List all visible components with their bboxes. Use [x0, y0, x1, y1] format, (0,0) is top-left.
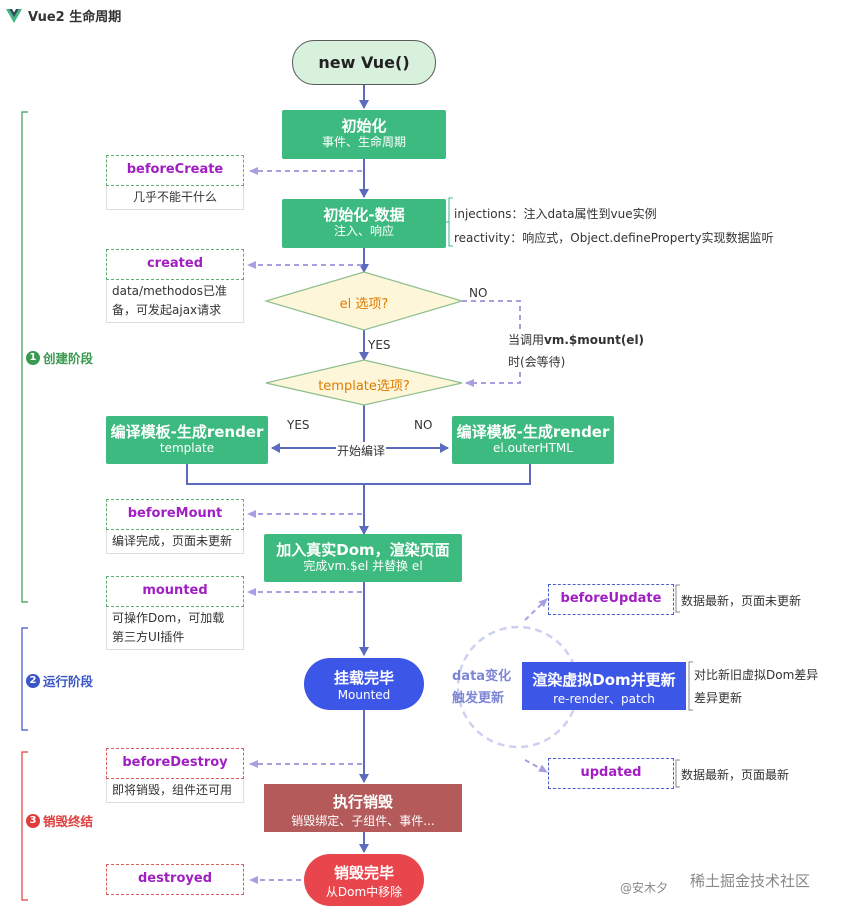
compile-outerhtml-node: 编译模板-生成render el.outerHTML — [452, 416, 614, 464]
hook-created: created — [106, 249, 244, 280]
phase-bracket-create — [21, 111, 28, 603]
page-title: Vue2 生命周期 — [28, 10, 122, 25]
hook-before-destroy: beforeDestroy — [106, 748, 244, 779]
reactivity-note: reactivity：响应式，Object.defineProperty实现数据… — [454, 231, 774, 245]
edge-no-template: NO — [414, 418, 433, 432]
app-header: Vue2 生命周期 — [6, 6, 121, 25]
created-note: data/methodos已准 备，可发起ajax请求 — [106, 280, 244, 323]
mounted-note: 可操作Dom，可加载 第三方UI插件 — [106, 607, 244, 650]
init-node: 初始化 事件、生命周期 — [282, 110, 446, 159]
compile-template-node: 编译模板-生成render template — [106, 416, 268, 464]
edge-no-el: NO — [469, 286, 488, 300]
hook-before-mount: beforeMount — [106, 499, 244, 530]
hook-updated: updated — [548, 758, 674, 789]
before-mount-note: 编译完成，页面未更新 — [106, 530, 244, 554]
injections-note: injections：注入data属性到vue实例 — [454, 207, 657, 221]
phase-bracket-run — [21, 627, 28, 731]
el-option-diamond — [263, 271, 465, 331]
hook-mounted: mounted — [106, 576, 244, 607]
mount-dom-node: 加入真实Dom，渲染页面 完成vm.$el 并替换 el — [264, 534, 462, 582]
destroyed-state-node: 销毁完毕 从Dom中移除 — [304, 854, 424, 906]
el-option-label: el 选项? — [339, 297, 389, 312]
new-vue-node: new Vue() — [292, 40, 436, 85]
rerender-node: 渲染虚拟Dom并更新 re-render、patch — [522, 662, 686, 710]
template-option-label: template选项? — [318, 379, 410, 394]
before-create-note: 几乎不能干什么 — [106, 186, 244, 210]
data-change-note: data变化 触发更新 — [452, 669, 512, 706]
edge-start-compile: 开始编译 — [336, 442, 387, 459]
mount-call-note: 当调用vm.$mount(el) 时(会等待) — [508, 333, 645, 369]
phase-bracket-destroy — [21, 751, 28, 901]
updated-note: 数据最新，页面最新 — [681, 768, 790, 782]
destroy-exec-node: 执行销毁 销毁绑定、子组件、事件... — [264, 784, 462, 832]
before-destroy-note: 即将销毁，组件还可用 — [106, 779, 244, 803]
watermark-author: @安木夕 — [620, 881, 669, 895]
vue-logo-icon — [6, 8, 22, 23]
diff-note: 对比新旧虚拟Dom差异 差异更新 — [694, 668, 819, 705]
hook-before-update: beforeUpdate — [548, 584, 674, 615]
hook-before-create: beforeCreate — [106, 155, 244, 186]
init-data-node: 初始化-数据 注入、响应 — [282, 199, 446, 248]
watermark-platform: 稀土掘金技术社区 — [690, 872, 811, 890]
phase-destroy: 3 销毁终结 — [26, 811, 94, 830]
hook-destroyed: destroyed — [106, 864, 244, 895]
phase-run: 2 运行阶段 — [26, 671, 94, 690]
template-option-diamond — [265, 359, 463, 406]
phase-create: 1 创建阶段 — [26, 348, 94, 367]
edge-yes-el: YES — [368, 338, 391, 352]
edge-yes-template: YES — [287, 418, 310, 432]
before-update-note: 数据最新，页面未更新 — [681, 594, 802, 608]
mounted-state-node: 挂载完毕 Mounted — [304, 658, 424, 710]
